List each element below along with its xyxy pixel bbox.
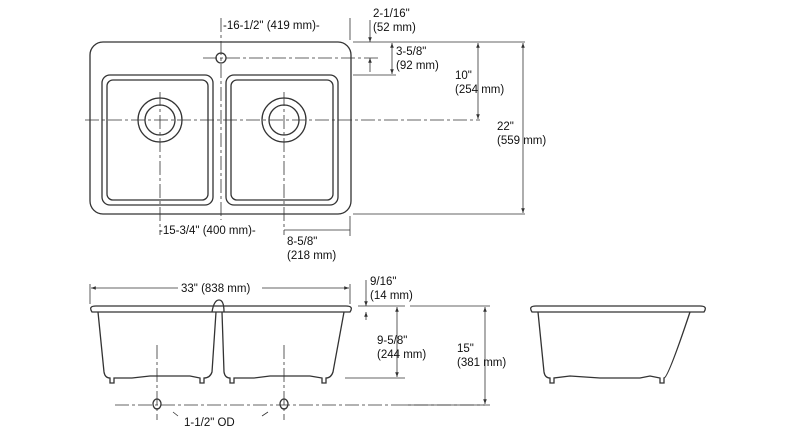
deck-dim-mm: (14 mm) bbox=[370, 290, 413, 302]
top-view: -16-1/2" (419 mm)- 2-1/16" (52 mm) 3-5/8… bbox=[85, 8, 546, 262]
side-dim-in: 8-5/8" bbox=[287, 236, 317, 248]
right-basin bbox=[225, 74, 339, 206]
drain-dim-mm: (254 mm) bbox=[455, 84, 504, 96]
rim-dim-in: 2-1/16" bbox=[373, 8, 410, 20]
side-view bbox=[530, 305, 706, 384]
total-dim-in: 15" bbox=[457, 343, 474, 355]
left-basin bbox=[101, 74, 214, 206]
front-view: 33" (838 mm) 1-1/2" OD 9/16" (14 mm) 9-5… bbox=[89, 276, 506, 429]
sink-outline bbox=[89, 41, 352, 215]
drain-dim-in: 10" bbox=[455, 70, 472, 82]
outlet-left-icon bbox=[152, 398, 162, 410]
depth-dim-mm: (559 mm) bbox=[497, 135, 546, 147]
bowl-dim-in: 9-5/8" bbox=[377, 335, 407, 347]
length-label: 33" (838 mm) bbox=[181, 283, 250, 295]
front-bowls bbox=[97, 311, 345, 384]
total-dim-mm: (381 mm) bbox=[457, 357, 506, 369]
hole-dim-in: 3-5/8" bbox=[396, 46, 426, 58]
outlet-right-icon bbox=[279, 398, 289, 410]
drain-spacing-label: -15-3/4" (400 mm)- bbox=[159, 225, 256, 237]
side-dim-mm: (218 mm) bbox=[287, 250, 336, 262]
depth-dim-in: 22" bbox=[497, 121, 514, 133]
outlet-label: 1-1/2" OD bbox=[184, 417, 235, 429]
faucet-offset-label: -16-1/2" (419 mm)- bbox=[223, 20, 320, 32]
hole-dim-mm: (92 mm) bbox=[396, 60, 439, 72]
front-rim bbox=[90, 305, 352, 313]
deck-dim-in: 9/16" bbox=[370, 276, 396, 288]
bowl-dim-mm: (244 mm) bbox=[377, 349, 426, 361]
rim-dim-mm: (52 mm) bbox=[373, 22, 416, 34]
